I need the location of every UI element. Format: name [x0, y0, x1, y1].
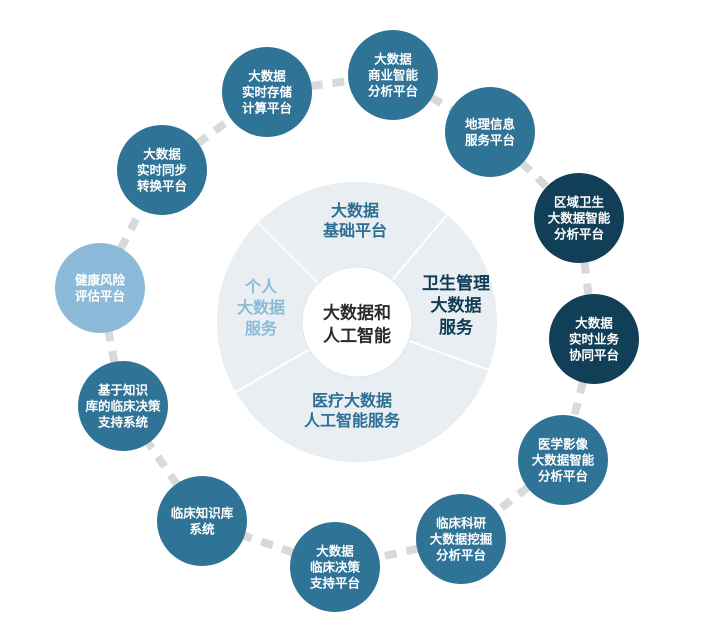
node-circle: [117, 125, 207, 215]
sector-divider: [408, 339, 489, 371]
node-label-line: 协同平台: [569, 348, 619, 363]
sector-medical-ai: 医疗大数据人工智能服务: [304, 391, 401, 430]
sector-health-management-line: 服务: [439, 317, 474, 338]
node-imaging-analysis: 医学影像大数据智能分析平台: [518, 415, 608, 505]
node-bi-analysis: 大数据商业智能分析平台: [348, 30, 438, 120]
node-label: 健康风险评估平台: [75, 273, 126, 304]
node-label-line: 临床科研: [436, 516, 487, 531]
node-clinical-mining: 临床科研大数据挖掘分析平台: [416, 494, 506, 584]
node-circle: [55, 243, 145, 333]
node-label-line: 大数据: [374, 52, 412, 67]
node-label-line: 分析平台: [538, 469, 588, 484]
node-label-line: 大数据智能: [532, 453, 595, 468]
sector-divider: [235, 348, 310, 393]
node-label-line: 支持系统: [97, 415, 149, 430]
node-label: 区域卫生大数据智能分析平台: [548, 195, 611, 242]
node-clinical-kb: 临床知识库系统: [157, 476, 247, 566]
node-realtime-collab: 大数据实时业务协同平台: [549, 294, 639, 384]
node-label-line: 转换平台: [137, 179, 187, 194]
node-label-line: 分析平台: [554, 227, 604, 242]
node-label-line: 医学影像: [538, 437, 589, 452]
node-label-line: 服务平台: [465, 133, 515, 148]
central-disk: 大数据和人工智能大数据基础平台卫生管理大数据服务医疗大数据人工智能服务个人大数据…: [217, 182, 497, 462]
node-clinical-decision: 大数据临床决策支持平台: [290, 522, 380, 612]
sector-personal-service-line: 个人: [244, 277, 278, 296]
node-label-line: 大数据: [143, 147, 181, 162]
node-label-line: 分析平台: [436, 548, 486, 563]
node-label-line: 临床决策: [310, 560, 361, 575]
node-realtime-sync: 大数据实时同步转换平台: [117, 125, 207, 215]
node-label-line: 健康风险: [75, 273, 126, 288]
node-label-line: 商业智能: [368, 68, 419, 83]
node-circle: [222, 47, 312, 137]
node-regional-health: 区域卫生大数据智能分析平台: [534, 173, 624, 263]
sector-personal-service-line: 服务: [245, 319, 278, 338]
node-label: 大数据商业智能分析平台: [368, 52, 419, 99]
sector-personal-service-line: 大数据: [237, 298, 285, 317]
node-label: 临床知识库系统: [171, 506, 234, 537]
node-label-line: 大数据智能: [548, 211, 611, 226]
node-kb-decision-support: 基于知识库的临床决策支持系统: [78, 361, 168, 451]
node-label-line: 区域卫生: [554, 195, 605, 210]
node-circle: [549, 294, 639, 384]
node-label: 医学影像大数据智能分析平台: [532, 437, 595, 484]
node-circle: [534, 173, 624, 263]
node-realtime-storage: 大数据实时存储计算平台: [222, 47, 312, 137]
node-label: 地理信息服务平台: [465, 117, 516, 148]
node-label: 大数据实时存储计算平台: [242, 69, 293, 116]
node-label-line: 大数据: [575, 316, 613, 331]
node-label-line: 实时同步: [137, 163, 187, 178]
node-label-line: 分析平台: [368, 84, 418, 99]
node-circle: [445, 87, 535, 177]
sector-basic-platform: 大数据基础平台: [322, 201, 387, 240]
sector-divider: [257, 222, 319, 284]
node-label-line: 评估平台: [75, 289, 125, 304]
node-label-line: 实时存储: [242, 85, 293, 100]
sector-health-management-line: 卫生管理: [422, 273, 490, 294]
node-label-line: 大数据: [316, 544, 354, 559]
node-label-line: 系统: [189, 522, 215, 537]
node-label: 临床科研大数据挖掘分析平台: [430, 516, 493, 563]
sector-basic-platform-line: 大数据: [331, 201, 379, 220]
node-circle: [290, 522, 380, 612]
node-gis-service: 地理信息服务平台: [445, 87, 535, 177]
sector-medical-ai-line: 医疗大数据: [312, 391, 392, 410]
node-label: 大数据实时同步转换平台: [137, 147, 187, 194]
sector-health-management: 卫生管理大数据服务: [422, 273, 490, 338]
node-label-line: 地理信息: [465, 117, 516, 132]
sector-divider: [391, 214, 448, 281]
center-title-line: 大数据和: [323, 303, 391, 324]
node-circle: [416, 494, 506, 584]
node-label-line: 实时业务: [569, 332, 620, 347]
node-label-line: 支持平台: [309, 576, 360, 591]
center-title: 大数据和人工智能: [323, 303, 391, 347]
node-label: 大数据临床决策支持平台: [309, 544, 361, 591]
sector-health-management-line: 大数据: [431, 295, 482, 316]
node-circle: [78, 361, 168, 451]
node-circle: [518, 415, 608, 505]
node-label: 大数据实时业务协同平台: [569, 316, 620, 363]
node-circle: [348, 30, 438, 120]
node-label-line: 基于知识: [97, 383, 149, 398]
node-label-line: 大数据挖掘: [430, 532, 493, 547]
node-label: 基于知识库的临床决策支持系统: [85, 383, 161, 430]
node-label-line: 临床知识库: [171, 506, 234, 521]
sector-medical-ai-line: 人工智能服务: [304, 411, 401, 430]
center-title-line: 人工智能: [323, 326, 391, 347]
node-health-risk: 健康风险评估平台: [55, 243, 145, 333]
sector-basic-platform-line: 基础平台: [322, 221, 387, 240]
node-circle: [157, 476, 247, 566]
outer-nodes: 大数据商业智能分析平台地理信息服务平台区域卫生大数据智能分析平台大数据实时业务协…: [55, 30, 639, 612]
node-label-line: 大数据: [248, 69, 286, 84]
center-circle: [301, 266, 413, 378]
sector-personal-service: 个人大数据服务: [237, 277, 285, 338]
node-label-line: 计算平台: [242, 101, 292, 116]
node-label-line: 库的临床决策: [85, 399, 161, 414]
